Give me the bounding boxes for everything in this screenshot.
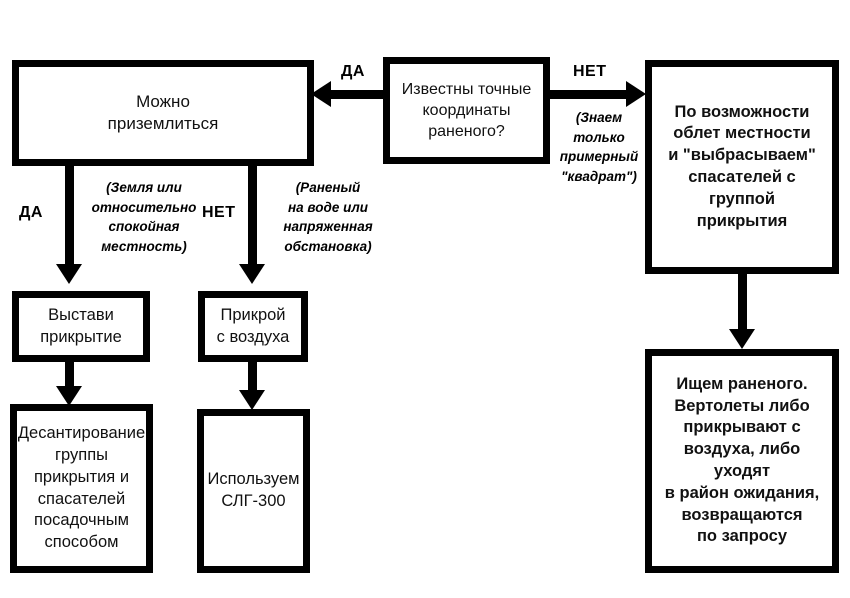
arrowhead-yes-down <box>56 264 82 284</box>
edge-note-no-down: (Раненый на воде или напряженная обстано… <box>283 180 373 254</box>
edge-label-no-right: НЕТ <box>573 63 607 80</box>
connector-no-down <box>248 166 257 266</box>
arrowhead-no-down <box>239 264 265 284</box>
edge-note-no-right: (Знаем только примерный "квадрат") <box>559 110 639 184</box>
node-set-cover-label: Выстави прикрытие <box>40 305 122 346</box>
connector-setcover-to-drop <box>65 362 74 390</box>
node-cover-from-air-label: Прикрой с воздуха <box>216 305 290 346</box>
connector-no-right <box>548 90 628 99</box>
node-set-cover[interactable]: Выстави прикрытие <box>12 291 150 362</box>
node-can-land-label: Можно приземлиться <box>107 91 219 133</box>
edge-label-yes-down: ДА <box>19 204 43 221</box>
arrowhead-setcover-to-drop <box>56 386 82 406</box>
node-flyover[interactable]: По возможности облет местности и "выбрас… <box>645 60 839 274</box>
arrowhead-coverair-to-slg <box>239 390 265 410</box>
node-coords-known-label: Известны точные координаты раненого? <box>401 80 532 141</box>
edge-label-no-down: НЕТ <box>202 204 236 221</box>
arrowhead-flyover-to-search <box>729 329 755 349</box>
edge-note-yes-down: (Земля или относительно спокойная местно… <box>91 180 197 254</box>
arrowhead-no-right <box>626 81 646 107</box>
node-use-slg-label: Используем СЛГ-300 <box>207 470 300 510</box>
connector-yes-left <box>330 90 385 99</box>
node-can-land[interactable]: Можно приземлиться <box>12 60 314 166</box>
node-flyover-label: По возможности облет местности и "выбрас… <box>668 102 816 230</box>
node-search-wounded[interactable]: Ищем раненого. Вертолеты либо прикрывают… <box>645 349 839 573</box>
node-landing-drop[interactable]: Десантирование группы прикрытия и спасат… <box>10 404 153 573</box>
connector-coverair-to-slg <box>248 362 257 394</box>
node-landing-drop-label: Десантирование группы прикрытия и спасат… <box>17 424 146 552</box>
node-search-wounded-label: Ищем раненого. Вертолеты либо прикрывают… <box>664 374 820 546</box>
node-cover-from-air[interactable]: Прикрой с воздуха <box>198 291 308 362</box>
arrowhead-yes-left <box>311 81 331 107</box>
edge-label-yes-left: ДА <box>341 63 365 80</box>
connector-yes-down <box>65 166 74 266</box>
node-coords-known[interactable]: Известны точные координаты раненого? <box>383 57 550 164</box>
connector-flyover-to-search <box>738 274 747 331</box>
node-use-slg[interactable]: Используем СЛГ-300 <box>197 409 310 573</box>
